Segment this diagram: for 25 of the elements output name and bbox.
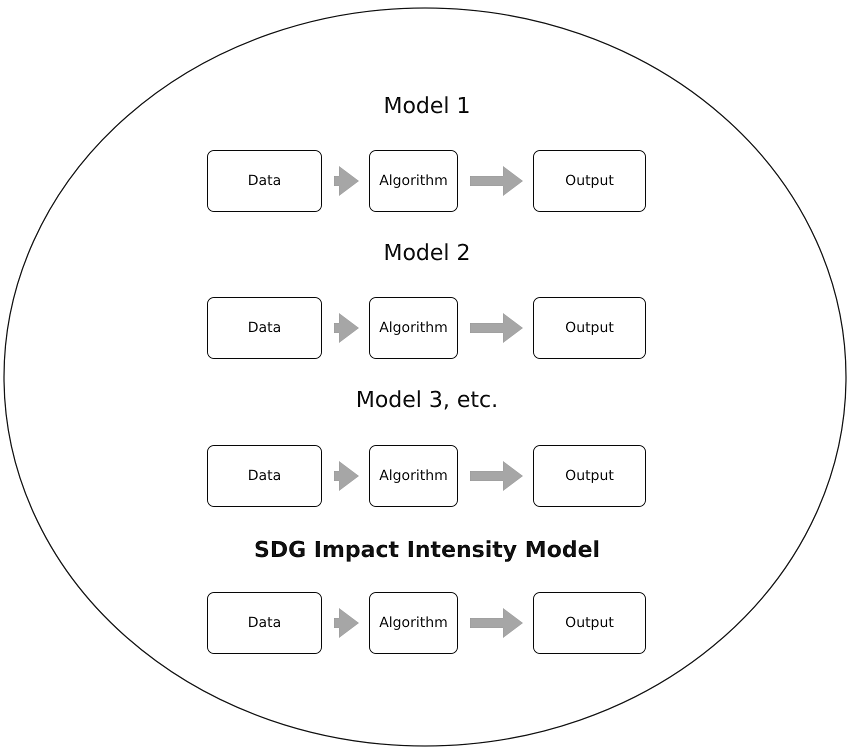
arrow <box>334 166 359 196</box>
process-box: Data <box>207 592 322 654</box>
arrow <box>334 608 359 638</box>
arrow <box>334 313 359 343</box>
model-heading: Model 2 <box>383 241 471 266</box>
arrow <box>470 461 523 491</box>
process-box: Algorithm <box>369 297 458 359</box>
model-heading: Model 1 <box>383 94 471 119</box>
process-box: Algorithm <box>369 445 458 507</box>
process-box: Data <box>207 150 322 212</box>
process-box: Output <box>533 592 646 654</box>
model-heading: Model 3, etc. <box>356 388 498 413</box>
process-box: Output <box>533 445 646 507</box>
model-heading: SDG Impact Intensity Model <box>254 538 600 563</box>
process-box: Data <box>207 445 322 507</box>
process-box: Output <box>533 297 646 359</box>
process-box: Output <box>533 150 646 212</box>
process-box: Algorithm <box>369 592 458 654</box>
ellipse-frame <box>2 6 848 748</box>
arrow <box>334 461 359 491</box>
arrow <box>470 608 523 638</box>
process-box: Data <box>207 297 322 359</box>
process-box: Algorithm <box>369 150 458 212</box>
arrow <box>470 313 523 343</box>
arrow <box>470 166 523 196</box>
